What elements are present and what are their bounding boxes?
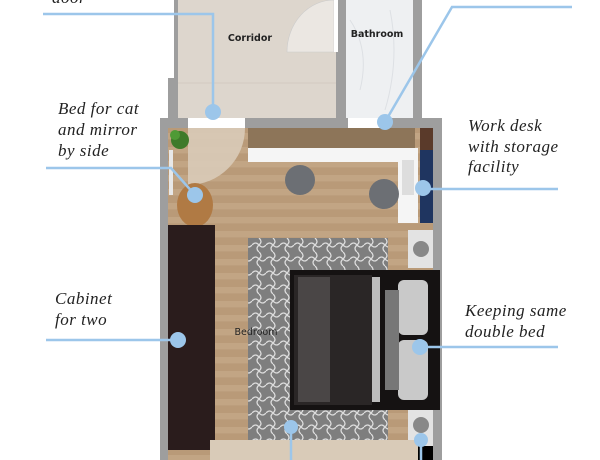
svg-text:by side: by side	[58, 141, 109, 160]
callout-work-desk: Work desk with storage facility	[415, 116, 559, 196]
bathroom-label: Bathroom	[351, 29, 404, 40]
desk-storage	[248, 128, 415, 148]
callout-cabinet: Cabinet for two	[46, 289, 186, 348]
callout-cat-bed: Bed for cat and mirror by side	[46, 99, 203, 203]
desk-chair	[285, 165, 315, 195]
bathroom-door-swing	[286, 0, 335, 53]
callout-rug	[284, 420, 298, 460]
svg-text:Work desk: Work desk	[468, 116, 542, 135]
callout-door: door	[43, 0, 221, 120]
callout-nightstand	[414, 433, 428, 460]
work-desk	[248, 148, 405, 162]
entry-door-opening	[188, 118, 245, 128]
entry-door-swing	[188, 128, 245, 185]
svg-text:with storage: with storage	[468, 137, 559, 156]
corridor-area: Corridor	[168, 0, 346, 122]
bathroom-area: Bathroom	[346, 0, 422, 122]
svg-text:double bed: double bed	[465, 322, 545, 341]
svg-text:Bed for cat: Bed for cat	[58, 99, 140, 118]
bedroom-area: Bedroom	[160, 118, 442, 460]
corridor-label: Corridor	[228, 33, 272, 44]
svg-text:Keeping same: Keeping same	[464, 301, 567, 320]
svg-text:door: door	[52, 0, 86, 7]
bedroom-label: Bedroom	[235, 327, 278, 338]
corridor-window	[168, 0, 174, 78]
callout-bathroom	[377, 5, 572, 130]
svg-text:and mirror: and mirror	[58, 120, 137, 139]
svg-text:Cabinet: Cabinet	[55, 289, 113, 308]
svg-text:facility: facility	[468, 157, 519, 176]
callout-double-bed: Keeping same double bed	[412, 301, 567, 355]
double-bed	[290, 270, 440, 410]
svg-text:for two: for two	[55, 310, 107, 329]
cat-bed	[177, 183, 213, 227]
desk-chair	[369, 179, 399, 209]
mirror	[169, 150, 173, 195]
